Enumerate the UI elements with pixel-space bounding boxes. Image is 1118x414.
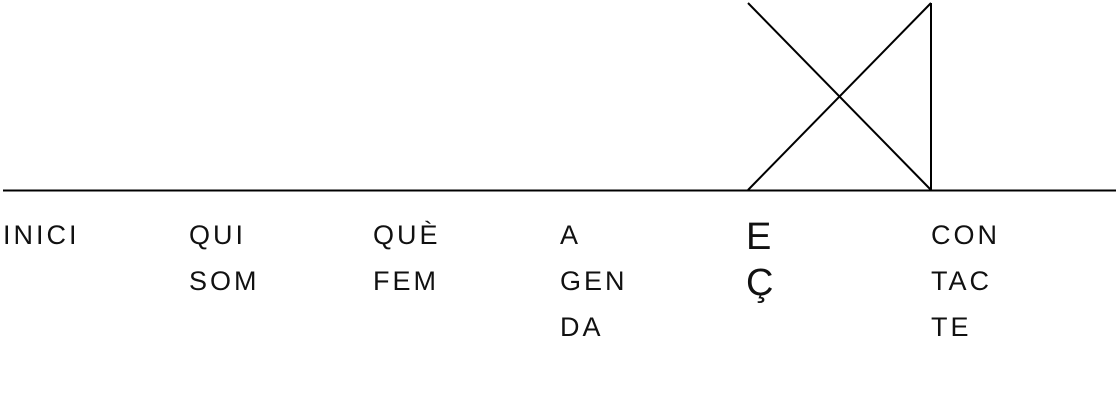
nav-label: DA <box>560 312 604 342</box>
nav-label: INICI <box>3 220 80 250</box>
nav-label: TE <box>931 312 972 342</box>
nav-label: E <box>746 216 772 258</box>
nav-label: SOM <box>189 266 260 296</box>
logo-diagonal-up <box>747 2 932 191</box>
nav-label: A <box>560 220 582 250</box>
nav-qui-som[interactable]: QUI SOM <box>189 212 260 304</box>
nav-label: CON <box>931 220 1000 250</box>
nav-que-fem[interactable]: QUÈ FEM <box>373 212 441 304</box>
nav-label: QUÈ <box>373 220 441 250</box>
nav-agenda[interactable]: A GEN DA <box>560 212 628 350</box>
header-logo-lines <box>3 2 1116 192</box>
nav-label: Ç <box>746 262 774 304</box>
nav-label: FEM <box>373 266 439 296</box>
nav-label: QUI <box>189 220 247 250</box>
nav-label: TAC <box>931 266 992 296</box>
nav-label: GEN <box>560 266 628 296</box>
nav-inici[interactable]: INICI <box>3 212 80 258</box>
nav-contacte[interactable]: CON TAC TE <box>931 212 1000 350</box>
